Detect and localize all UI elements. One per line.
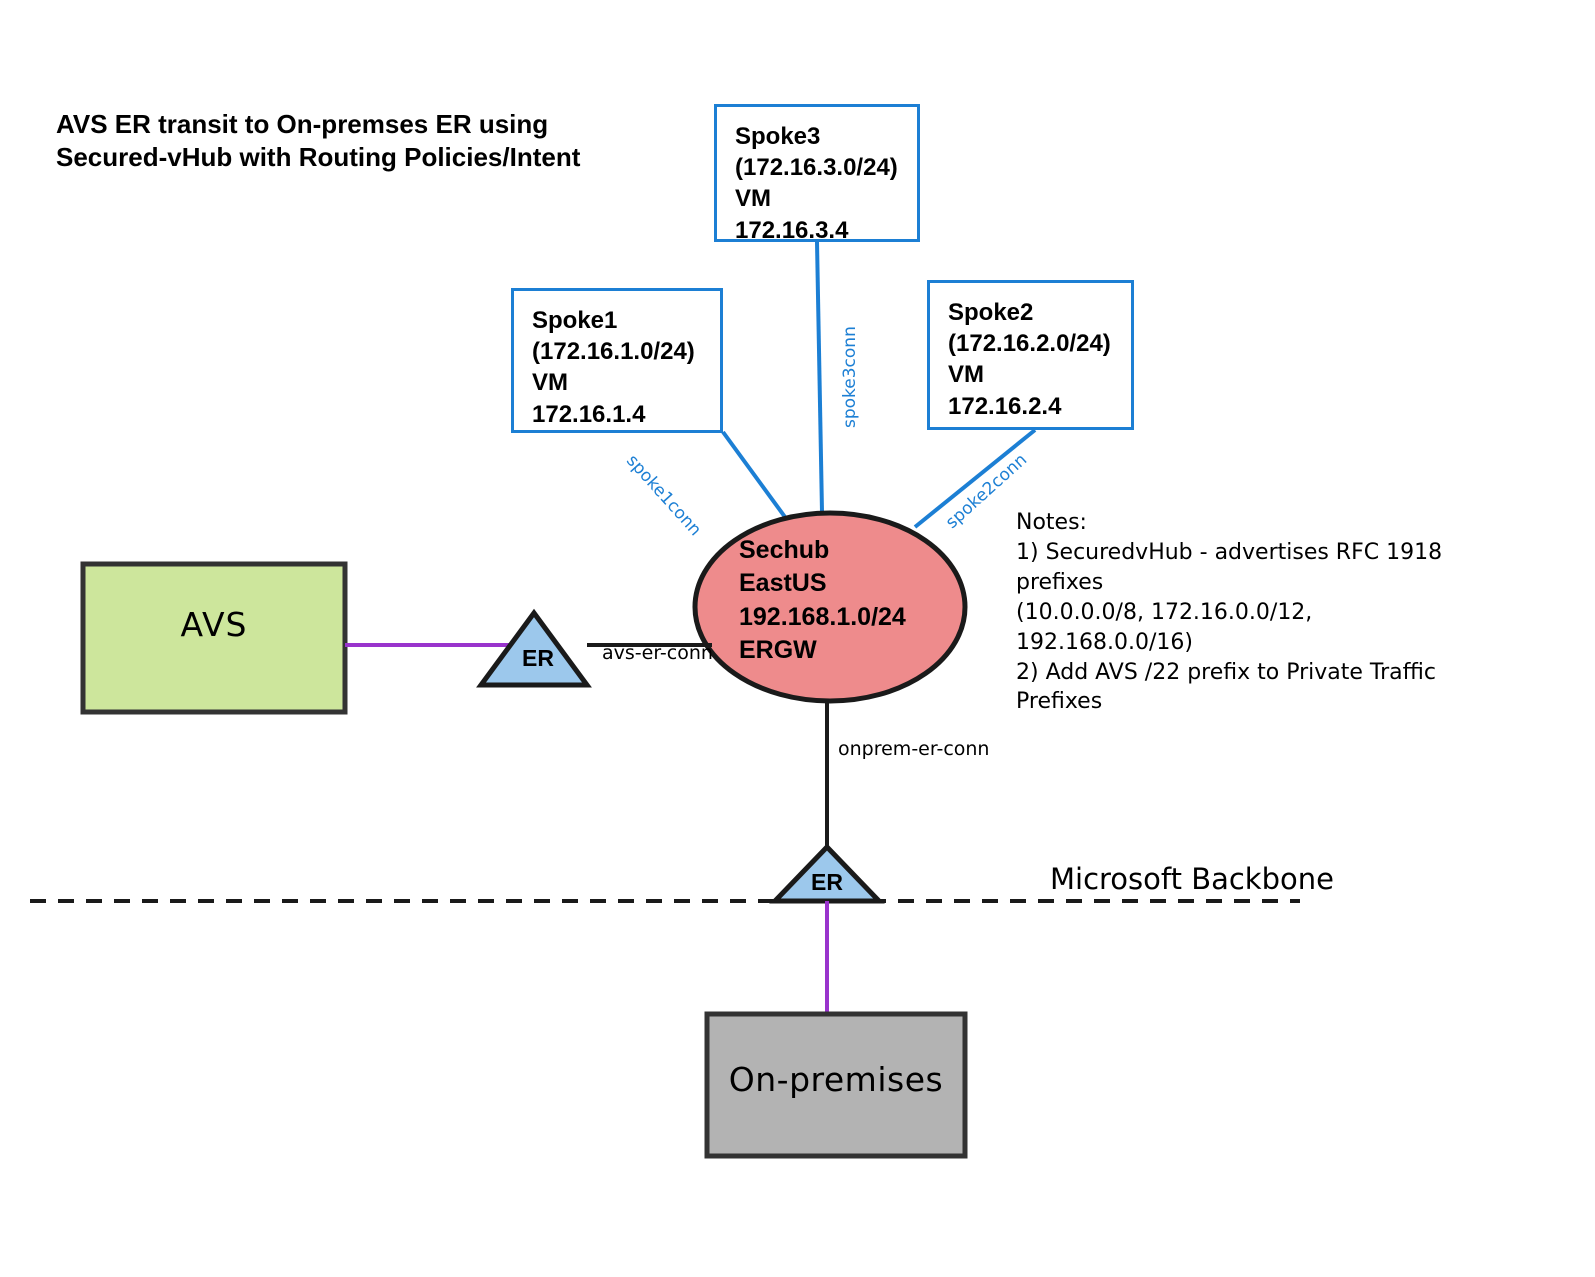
sechub-label: Sechub EastUS 192.168.1.0/24 ERGW xyxy=(739,536,906,664)
spoke3-box-label[interactable]: Spoke3 (172.16.3.0/24) VM 172.16.3.4 xyxy=(714,104,920,244)
onprem-er-conn-label: onprem-er-conn xyxy=(838,738,990,760)
avs-label: AVS xyxy=(180,605,248,644)
spoke2-connection-line[interactable] xyxy=(913,428,1037,529)
microsoft-backbone-label: Microsoft Backbone xyxy=(1050,862,1334,896)
spoke1-box-label[interactable]: Spoke1 (172.16.1.0/24) VM 172.16.1.4 xyxy=(511,288,723,433)
spoke1-connection-line[interactable] xyxy=(721,430,795,530)
sechub-ellipse[interactable] xyxy=(692,510,968,704)
onpremises-box[interactable] xyxy=(704,1011,968,1159)
avs-box[interactable] xyxy=(80,561,348,715)
avs-er-conn-label: avs-er-conn xyxy=(602,642,713,664)
onpremises-label: On-premises xyxy=(728,1060,944,1099)
er-avs-label: ER xyxy=(522,645,554,671)
er-onprem-label: ER xyxy=(811,869,843,895)
er-avs-triangle[interactable] xyxy=(476,608,592,688)
spoke2-box-label[interactable]: Spoke2 (172.16.2.0/24) VM 172.16.2.4 xyxy=(927,280,1134,430)
spoke3-connection-line[interactable] xyxy=(815,241,824,513)
page-title: AVS ER transit to On-premses ER using Se… xyxy=(56,109,581,172)
spoke3-conn-label: spoke3conn xyxy=(840,326,860,428)
notes-block: Notes: 1) SecuredvHub - advertises RFC 1… xyxy=(1016,510,1443,715)
